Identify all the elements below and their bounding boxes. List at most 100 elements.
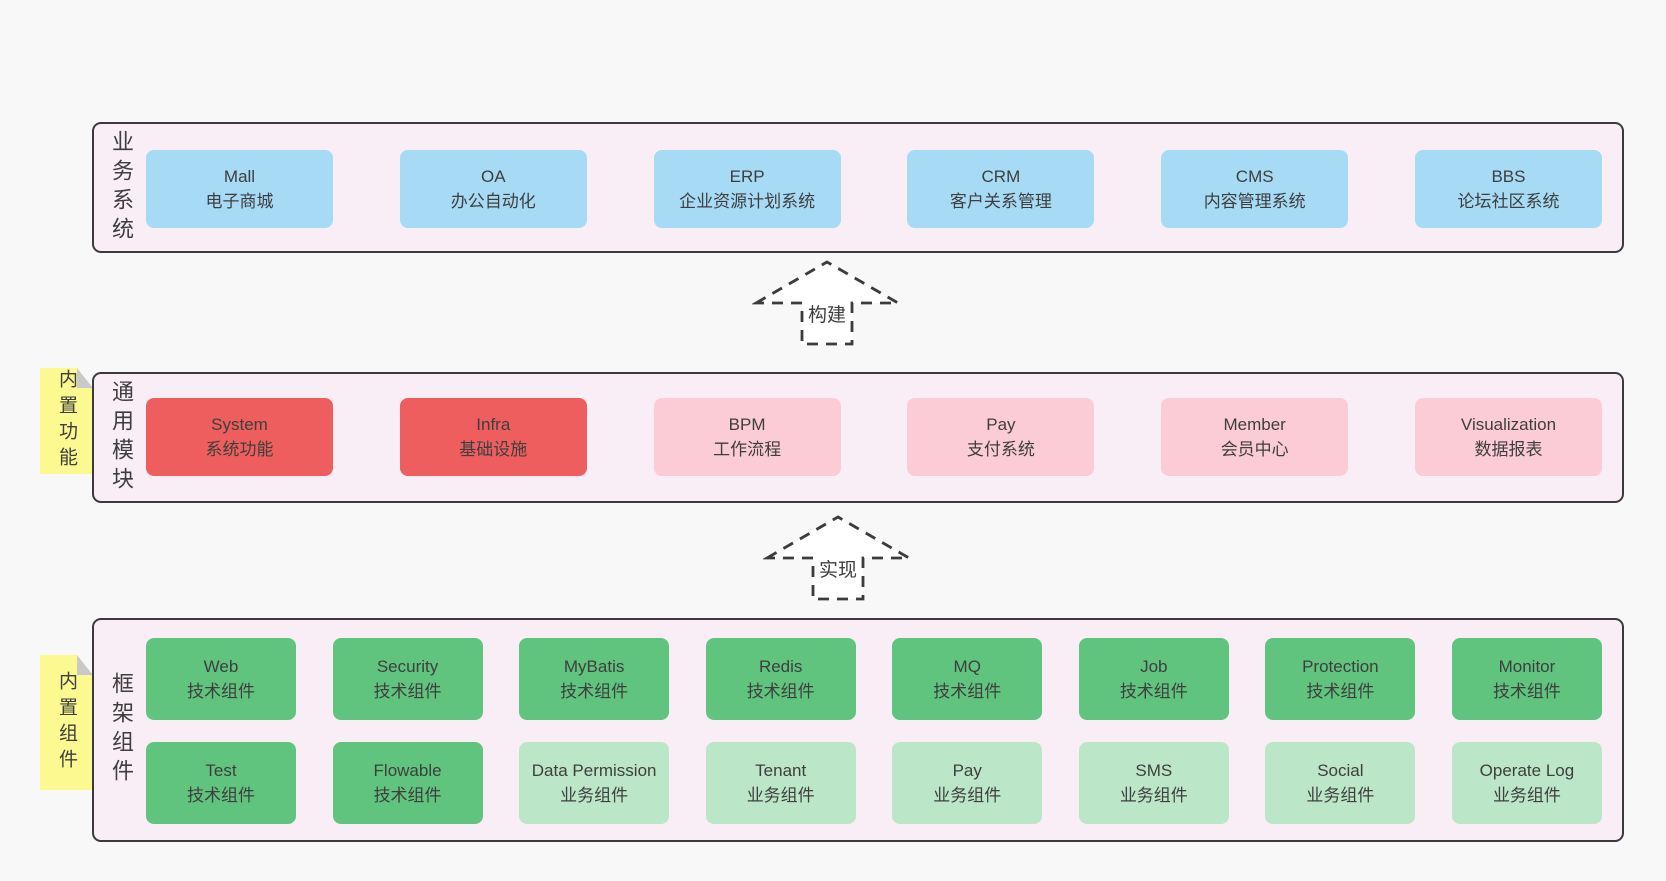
box-member-subtitle: 会员中心 <box>1220 440 1289 459</box>
box-member: Member 会员中心 <box>1161 398 1349 476</box>
box-social-subtitle: 业务组件 <box>1306 786 1375 805</box>
box-monitor: Monitor 技术组件 <box>1451 638 1602 720</box>
box-erp-subtitle: 企业资源计划系统 <box>679 192 816 211</box>
common-modules-layer-label: 通用模块 <box>109 379 134 496</box>
implement-arrow-label: 实现 <box>814 554 862 583</box>
box-cms-name: CMS <box>1235 167 1274 186</box>
box-oa: OA 办公自动化 <box>399 150 587 228</box>
box-data-permission-name: Data Permission <box>531 761 657 780</box>
implement-arrow: 实现 <box>763 512 913 604</box>
box-pay-module: Pay 支付系统 <box>907 398 1095 476</box>
box-mybatis: MyBatis 技术组件 <box>519 638 670 720</box>
box-crm-subtitle: 客户关系管理 <box>949 192 1052 211</box>
box-tenant-name: Tenant <box>755 761 807 780</box>
box-tenant-subtitle: 业务组件 <box>746 786 815 805</box>
box-test: Test 技术组件 <box>146 742 296 824</box>
build-arrow-label: 构建 <box>803 299 851 328</box>
box-mall-name: Mall <box>223 167 256 186</box>
built-in-components-sticky-label: 内置组件 <box>56 670 77 775</box>
box-pay-module-subtitle: 支付系统 <box>966 440 1035 459</box>
framework-components-row-1: Web 技术组件 Security 技术组件 MyBatis 技术组件 Redi… <box>146 638 1602 720</box>
box-pay-component: Pay 业务组件 <box>892 742 1043 824</box>
box-bpm: BPM 工作流程 <box>653 398 841 476</box>
box-protection-name: Protection <box>1302 657 1379 676</box>
box-bbs: BBS 论坛社区系统 <box>1414 150 1602 228</box>
box-web: Web 技术组件 <box>146 638 296 720</box>
business-systems-row: Mall 电子商城 OA 办公自动化 ERP 企业资源计划系统 CRM 客户关系… <box>146 150 1602 228</box>
box-cms: CMS 内容管理系统 <box>1161 150 1349 228</box>
box-mq-name: MQ <box>953 657 981 676</box>
box-tenant: Tenant 业务组件 <box>705 742 856 824</box>
box-monitor-name: Monitor <box>1498 657 1556 676</box>
box-sms: SMS 业务组件 <box>1078 742 1229 824</box>
box-visualization-subtitle: 数据报表 <box>1474 440 1543 459</box>
box-monitor-subtitle: 技术组件 <box>1492 682 1561 701</box>
box-crm: CRM 客户关系管理 <box>907 150 1095 228</box>
box-operate-log: Operate Log 业务组件 <box>1451 742 1602 824</box>
box-bpm-subtitle: 工作流程 <box>713 440 782 459</box>
box-operate-log-subtitle: 业务组件 <box>1492 786 1561 805</box>
box-member-name: Member <box>1223 415 1286 434</box>
box-cms-subtitle: 内容管理系统 <box>1203 192 1306 211</box>
box-job-name: Job <box>1140 657 1168 676</box>
box-system-name: System <box>211 415 268 434</box>
business-systems-layer-label: 业务系统 <box>109 129 134 246</box>
box-job-subtitle: 技术组件 <box>1119 682 1188 701</box>
box-infra: Infra 基础设施 <box>399 398 587 476</box>
box-infra-name: Infra <box>476 415 511 434</box>
common-modules-row: System 系统功能 Infra 基础设施 BPM 工作流程 Pay 支付系统… <box>146 398 1602 476</box>
box-system: System 系统功能 <box>146 398 333 476</box>
box-mq: MQ 技术组件 <box>892 638 1043 720</box>
box-protection: Protection 技术组件 <box>1265 638 1416 720</box>
box-crm-name: CRM <box>981 167 1021 186</box>
built-in-features-sticky-label: 内置功能 <box>56 369 77 473</box>
box-pay-module-name: Pay <box>986 415 1016 434</box>
box-visualization-name: Visualization <box>1460 415 1557 434</box>
common-modules-layer: 通用模块 System 系统功能 Infra 基础设施 BPM 工作流程 Pay… <box>92 372 1624 503</box>
box-security-subtitle: 技术组件 <box>373 682 442 701</box>
box-mall-subtitle: 电子商城 <box>205 192 274 211</box>
box-security-name: Security <box>376 657 439 676</box>
box-flowable: Flowable 技术组件 <box>332 742 483 824</box>
box-test-name: Test <box>205 761 237 780</box>
box-mall: Mall 电子商城 <box>146 150 333 228</box>
box-web-subtitle: 技术组件 <box>187 682 255 701</box>
box-redis-name: Redis <box>758 657 803 676</box>
box-data-permission: Data Permission 业务组件 <box>519 742 670 824</box>
box-visualization: Visualization 数据报表 <box>1414 398 1602 476</box>
box-web-name: Web <box>203 657 239 676</box>
box-flowable-subtitle: 技术组件 <box>373 786 442 805</box>
box-social-name: Social <box>1317 761 1364 780</box>
box-job: Job 技术组件 <box>1078 638 1229 720</box>
box-sms-name: SMS <box>1135 761 1173 780</box>
box-security: Security 技术组件 <box>332 638 483 720</box>
box-data-permission-subtitle: 业务组件 <box>560 786 629 805</box>
framework-components-layer: 框架组件 Web 技术组件 Security 技术组件 MyBatis 技术组件… <box>92 618 1624 842</box>
box-erp-name: ERP <box>729 167 765 186</box>
built-in-components-sticky: 内置组件 <box>40 655 93 790</box>
box-redis-subtitle: 技术组件 <box>746 682 815 701</box>
box-protection-subtitle: 技术组件 <box>1306 682 1375 701</box>
box-infra-subtitle: 基础设施 <box>459 440 528 459</box>
box-mybatis-subtitle: 技术组件 <box>560 682 629 701</box>
box-system-subtitle: 系统功能 <box>205 440 274 459</box>
box-bbs-name: BBS <box>1491 167 1526 186</box>
build-arrow: 构建 <box>752 257 902 349</box>
box-sms-subtitle: 业务组件 <box>1119 786 1188 805</box>
box-erp: ERP 企业资源计划系统 <box>653 150 841 228</box>
box-oa-subtitle: 办公自动化 <box>450 192 536 211</box>
box-test-subtitle: 技术组件 <box>187 786 255 805</box>
box-social: Social 业务组件 <box>1265 742 1416 824</box>
box-operate-log-name: Operate Log <box>1479 761 1575 780</box>
box-flowable-name: Flowable <box>373 761 442 780</box>
box-pay-component-name: Pay <box>952 761 982 780</box>
box-mybatis-name: MyBatis <box>563 657 625 676</box>
business-systems-layer: 业务系统 Mall 电子商城 OA 办公自动化 ERP 企业资源计划系统 CRM… <box>92 122 1624 253</box>
box-redis: Redis 技术组件 <box>705 638 856 720</box>
box-bpm-name: BPM <box>728 415 766 434</box>
box-pay-component-subtitle: 业务组件 <box>933 786 1002 805</box>
box-oa-name: OA <box>481 167 506 186</box>
built-in-features-sticky: 内置功能 <box>40 368 93 474</box>
box-bbs-subtitle: 论坛社区系统 <box>1457 192 1560 211</box>
box-mq-subtitle: 技术组件 <box>933 682 1002 701</box>
